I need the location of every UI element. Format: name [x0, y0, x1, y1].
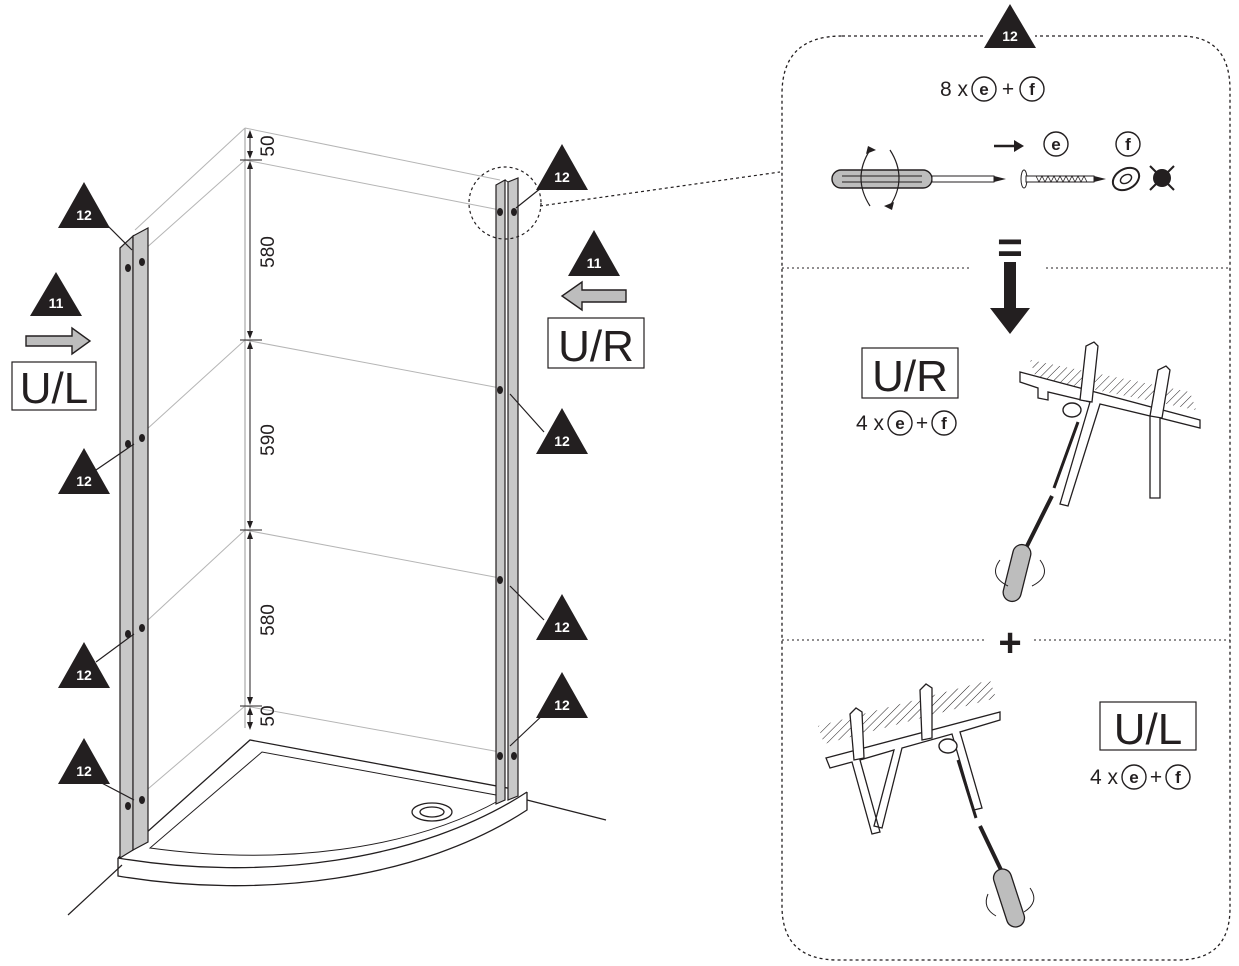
total-part-e: e [979, 80, 988, 99]
step-badge-icon: 12 [58, 182, 110, 228]
svg-text:11: 11 [587, 255, 602, 271]
right-wall-profile [495, 177, 519, 805]
right-step-part-e: e [895, 414, 904, 433]
right-step-label: U/R [872, 352, 948, 401]
perspective-guides [134, 127, 501, 801]
part-e-circle-icon [887, 410, 913, 436]
left-wall-profile [119, 227, 149, 860]
right-step-plus: + [916, 412, 928, 435]
step-badge-icon: 12 [58, 642, 110, 688]
detail-highlight-circle [468, 166, 542, 240]
floor-line-right [526, 799, 607, 821]
right-profile-label-box [547, 317, 645, 369]
part-e-circle-icon [1121, 764, 1147, 790]
dimension-middle: 590 [258, 424, 279, 456]
dimension-upper: 580 [258, 236, 279, 268]
step-badge-icon: 12 [536, 408, 588, 454]
badge-pointers [95, 183, 547, 801]
step-badge-icon: 12 [58, 448, 110, 494]
detail-leader-line [539, 171, 781, 207]
svg-text:12: 12 [554, 433, 570, 449]
left-profile-label: U/L [20, 364, 88, 413]
svg-text:12: 12 [76, 207, 92, 223]
left-step-part-e: e [1129, 768, 1138, 787]
screw-icon [1020, 169, 1106, 189]
right-step-block: U/R 4 x e + f [856, 347, 959, 436]
total-part-f: f [1029, 80, 1035, 99]
crossed-out-plug-icon [1149, 165, 1175, 191]
down-arrow-icon [990, 262, 1030, 334]
left-step-label-box [1099, 701, 1197, 751]
step-badge-icon: 12 [536, 594, 588, 640]
total-parts-formula: 8 x e + f [940, 76, 1045, 102]
left-arrow-icon [560, 280, 627, 312]
svg-text:12: 12 [554, 619, 570, 635]
part-e-circle-icon [1043, 131, 1069, 157]
part-e-circle-icon [971, 76, 997, 102]
dimension-top: 50 [258, 135, 279, 156]
total-plus: + [1002, 78, 1014, 101]
right-profile-label: U/R [558, 322, 634, 371]
svg-text:12: 12 [1002, 28, 1018, 44]
screwdriver-icon [831, 146, 1006, 210]
step-badge-icon: 12 [536, 672, 588, 718]
total-count: 8 x [940, 78, 969, 101]
step-badge-icon: 12 [984, 4, 1036, 48]
plus-sign: + [998, 621, 1021, 665]
left-profile-callout: 11 U/L [11, 272, 97, 413]
svg-text:12: 12 [76, 763, 92, 779]
washer-icon [1111, 166, 1141, 192]
right-step-label-box [861, 347, 959, 399]
step-badge-icon: 12 [536, 144, 588, 190]
screw-callout: e f [994, 131, 1141, 157]
right-arrow-icon [25, 326, 92, 356]
dimension-bottom: 50 [258, 705, 279, 726]
step-11-badge-icon: 11 [568, 230, 620, 276]
left-step-illustration [818, 680, 1035, 928]
shower-enclosure-drawing: 50 580 590 580 50 [67, 127, 781, 916]
svg-text:12: 12 [76, 473, 92, 489]
part-f-circle-icon [1165, 764, 1191, 790]
dimension-lower: 580 [258, 604, 279, 636]
screw-label: e [1051, 135, 1060, 154]
svg-text:12: 12 [554, 169, 570, 185]
right-step-part-f: f [941, 414, 947, 433]
left-step-label: U/L [1114, 705, 1182, 754]
part-f-circle-icon [1019, 76, 1045, 102]
right-profile-callout: 11 U/R [547, 230, 645, 371]
left-step-plus: + [1150, 766, 1162, 789]
right-step-count: 4 x [856, 412, 885, 435]
part-f-circle-icon [1115, 131, 1141, 157]
step-badges: 12 12 12 12 12 12 12 12 [58, 144, 588, 784]
left-step-block: U/L 4 x e + f [1090, 701, 1197, 790]
part-f-circle-icon [931, 410, 957, 436]
floor-line-left [67, 864, 123, 916]
step-badge-icon: 12 [58, 738, 110, 784]
left-step-count: 4 x [1090, 766, 1119, 789]
svg-text:12: 12 [554, 697, 570, 713]
right-step-illustration [995, 341, 1201, 603]
svg-text:12: 12 [76, 667, 92, 683]
left-profile-label-box [11, 361, 97, 411]
detail-panel: 12 8 x e + f [781, 4, 1231, 961]
step-11-badge-icon: 11 [30, 272, 82, 316]
left-step-part-f: f [1175, 768, 1181, 787]
svg-text:11: 11 [49, 295, 64, 311]
washer-label: f [1125, 135, 1131, 154]
screw-holes [125, 208, 517, 810]
